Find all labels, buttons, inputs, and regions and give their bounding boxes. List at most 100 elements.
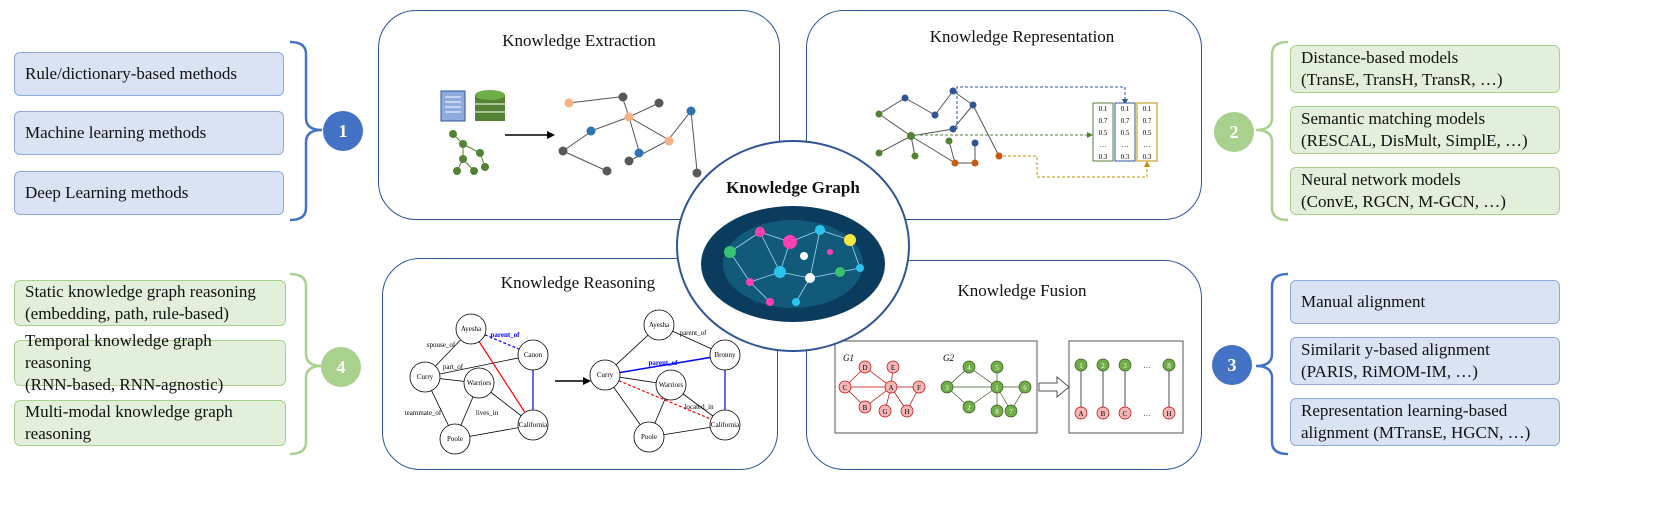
svg-text:G: G bbox=[882, 408, 887, 416]
svg-text:H: H bbox=[1166, 410, 1171, 418]
svg-text:7: 7 bbox=[1009, 408, 1013, 416]
svg-text:lives_in: lives_in bbox=[476, 409, 499, 417]
alignment-representation: Representation learning-based alignment … bbox=[1290, 398, 1560, 446]
svg-text:0.3: 0.3 bbox=[1099, 153, 1108, 161]
model-semantic-matching: Semantic matching models (RESCAL, DisMul… bbox=[1290, 106, 1560, 154]
svg-text:A: A bbox=[888, 384, 893, 392]
svg-text:Warriors: Warriors bbox=[467, 379, 492, 387]
svg-text:0.1: 0.1 bbox=[1121, 105, 1130, 113]
svg-text:8: 8 bbox=[1167, 362, 1171, 370]
badge-group-1: 1 bbox=[323, 111, 363, 151]
model-distance-based: Distance-based models (TransE, TransH, T… bbox=[1290, 45, 1560, 93]
svg-text:H: H bbox=[904, 408, 909, 416]
svg-text:0.7: 0.7 bbox=[1143, 117, 1152, 125]
svg-text:G2: G2 bbox=[943, 353, 954, 363]
method-rule-dictionary: Rule/dictionary-based methods bbox=[14, 52, 284, 96]
svg-text:parent_of: parent_of bbox=[648, 359, 678, 367]
svg-text:Curry: Curry bbox=[417, 373, 434, 381]
svg-text:C: C bbox=[843, 384, 848, 392]
svg-text:0.5: 0.5 bbox=[1121, 129, 1130, 137]
panel-title-representation: Knowledge Representation bbox=[929, 27, 1115, 46]
svg-text:B: B bbox=[863, 404, 868, 412]
extracted-graph bbox=[558, 92, 702, 178]
svg-text:8: 8 bbox=[995, 408, 999, 416]
reasoning-multimodal: Multi-modal knowledge graph reasoning bbox=[14, 400, 286, 446]
svg-text:E: E bbox=[891, 364, 895, 372]
vector-blue bbox=[1114, 102, 1136, 162]
svg-text:C: C bbox=[1123, 410, 1128, 418]
tree-icon bbox=[449, 130, 489, 175]
g2-nodes bbox=[940, 360, 1032, 418]
fusion-illustration: G1 G2 D E C A F B G H bbox=[834, 340, 1184, 434]
svg-text:Warriors: Warriors bbox=[659, 381, 684, 389]
svg-text:Poole: Poole bbox=[641, 433, 657, 441]
center-knowledge-graph: Knowledge Graph bbox=[676, 140, 910, 352]
svg-text:parent_of: parent_of bbox=[680, 329, 707, 337]
svg-text:F: F bbox=[917, 384, 921, 392]
svg-text:…: … bbox=[1100, 141, 1107, 149]
svg-text:3: 3 bbox=[945, 384, 949, 392]
panel-fusion: Knowledge Fusion G1 G2 D E C A F B G H bbox=[806, 260, 1202, 470]
svg-text:0.3: 0.3 bbox=[1143, 153, 1152, 161]
svg-text:Canon: Canon bbox=[524, 351, 543, 359]
alignment-manual: Manual alignment bbox=[1290, 280, 1560, 324]
svg-text:Bronny: Bronny bbox=[715, 351, 737, 359]
vector-green bbox=[1092, 102, 1114, 162]
database-icon bbox=[475, 90, 505, 121]
svg-text:A: A bbox=[1078, 410, 1083, 418]
svg-text:0.7: 0.7 bbox=[1121, 117, 1130, 125]
svg-text:0.7: 0.7 bbox=[1099, 117, 1108, 125]
svg-text:California: California bbox=[711, 421, 740, 429]
svg-text:2: 2 bbox=[1101, 362, 1105, 370]
document-icon bbox=[440, 90, 466, 122]
svg-text:spouse_of: spouse_of bbox=[427, 341, 456, 349]
svg-text:California: California bbox=[519, 421, 548, 429]
reasoning-illustration: Ayesha Canon Curry Warriors Poole Califo… bbox=[405, 309, 741, 455]
svg-text:6: 6 bbox=[1023, 384, 1027, 392]
vector-gold bbox=[1136, 102, 1158, 162]
bracket-group-2 bbox=[1255, 40, 1289, 222]
badge-group-4: 4 bbox=[321, 347, 361, 387]
g1-nodes bbox=[838, 360, 926, 418]
representation-illustration: 0.1 0.7 0.5 … 0.3 0.1 0.7 0.5 … 0.3 0.1 0.7 0… bbox=[875, 86, 1158, 178]
svg-text:parent_of: parent_of bbox=[490, 331, 520, 339]
svg-text:…: … bbox=[1122, 141, 1129, 149]
svg-text:part_of: part_of bbox=[443, 363, 464, 371]
svg-text:Curry: Curry bbox=[597, 371, 614, 379]
svg-text:Ayesha: Ayesha bbox=[649, 321, 670, 329]
badge-group-3: 3 bbox=[1212, 345, 1252, 385]
svg-text:Ayesha: Ayesha bbox=[461, 325, 482, 333]
bracket-group-1 bbox=[289, 40, 323, 222]
svg-text:1: 1 bbox=[1079, 362, 1083, 370]
svg-text:0.5: 0.5 bbox=[1099, 129, 1108, 137]
brain-network-icon bbox=[701, 206, 885, 322]
svg-text:0.1: 0.1 bbox=[1143, 105, 1152, 113]
svg-text:…: … bbox=[1144, 141, 1151, 149]
svg-text:1: 1 bbox=[995, 384, 999, 392]
svg-text:G1: G1 bbox=[843, 353, 854, 363]
svg-text:4: 4 bbox=[967, 364, 971, 372]
method-machine-learning: Machine learning methods bbox=[14, 111, 284, 155]
model-neural-network: Neural network models (ConvE, RGCN, M-GC… bbox=[1290, 167, 1560, 215]
svg-text:3: 3 bbox=[1123, 362, 1127, 370]
svg-text:0.1: 0.1 bbox=[1099, 105, 1108, 113]
svg-text:…: … bbox=[1144, 410, 1151, 418]
panel-title-extraction: Knowledge Extraction bbox=[502, 31, 656, 50]
svg-text:0.3: 0.3 bbox=[1121, 153, 1130, 161]
extraction-illustration bbox=[440, 90, 702, 178]
svg-text:2: 2 bbox=[967, 404, 971, 412]
svg-text:5: 5 bbox=[995, 364, 999, 372]
svg-text:0.5: 0.5 bbox=[1143, 129, 1152, 137]
badge-group-2: 2 bbox=[1214, 112, 1254, 152]
svg-text:D: D bbox=[862, 364, 867, 372]
bracket-group-3 bbox=[1255, 272, 1289, 456]
panel-title-fusion: Knowledge Fusion bbox=[957, 281, 1087, 300]
alignment-similarity: Similarit y-based alignment (PARIS, RiMO… bbox=[1290, 337, 1560, 385]
svg-text:teammate_of: teammate_of bbox=[405, 409, 442, 417]
center-title: Knowledge Graph bbox=[726, 178, 860, 197]
method-deep-learning: Deep Learning methods bbox=[14, 171, 284, 215]
svg-text:Poole: Poole bbox=[447, 435, 463, 443]
svg-text:…: … bbox=[1144, 362, 1151, 370]
reasoning-temporal: Temporal knowledge graph reasoning (RNN-… bbox=[14, 331, 286, 394]
svg-text:B: B bbox=[1101, 410, 1106, 418]
